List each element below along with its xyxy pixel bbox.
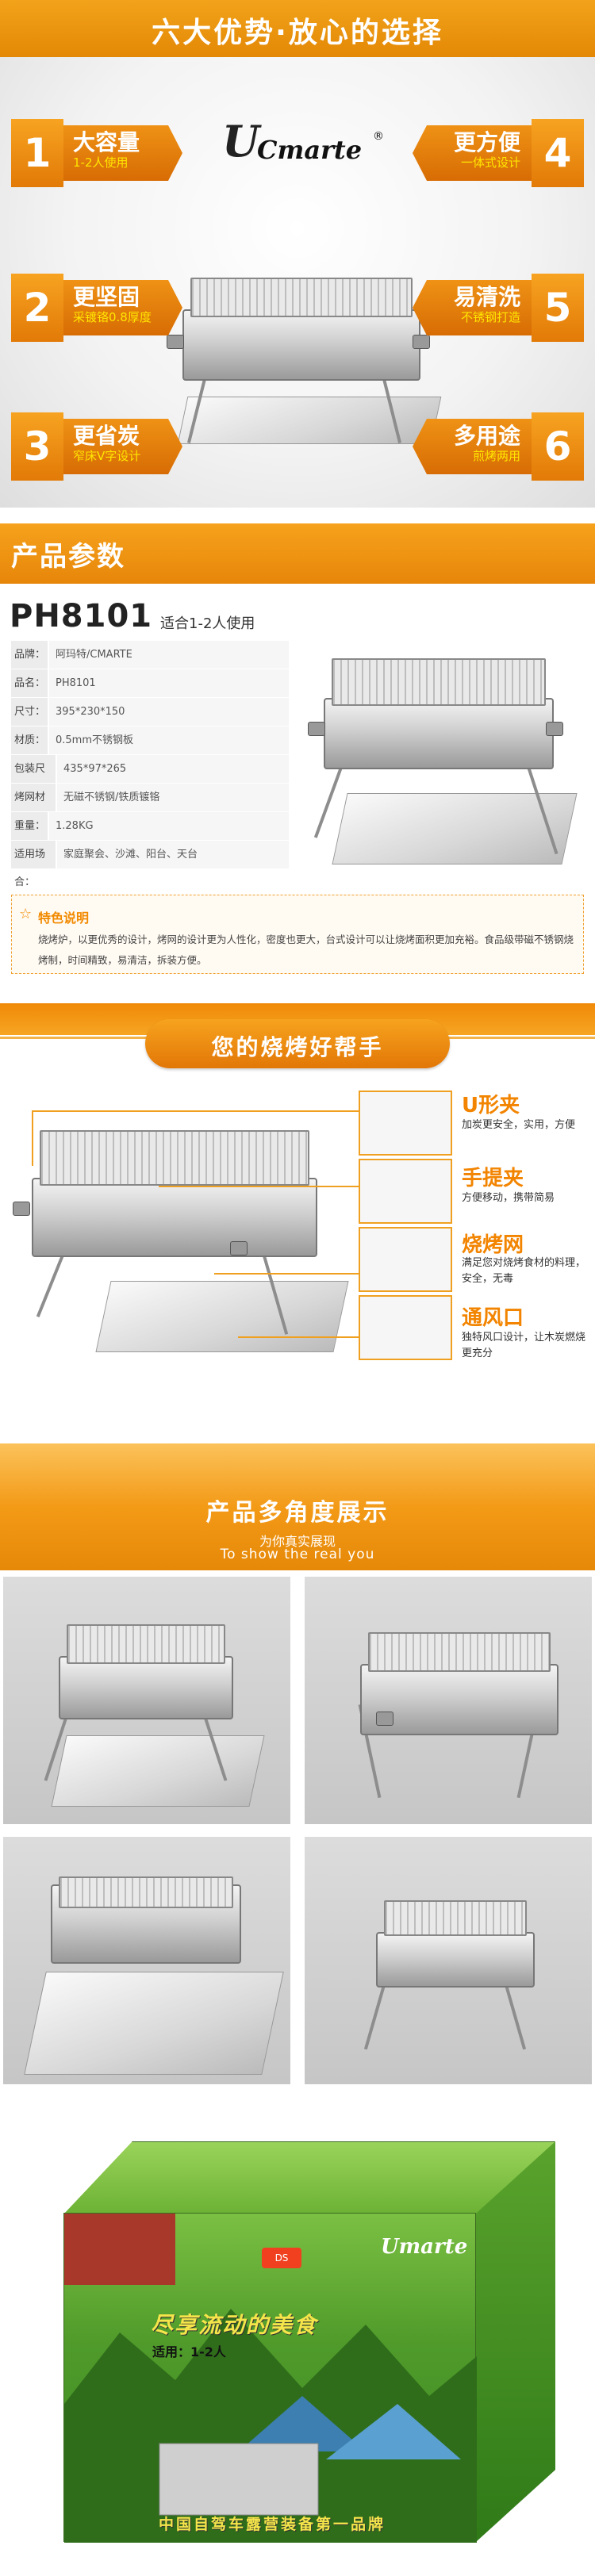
package-badge: DS [262,2248,301,2268]
logo-text: Cmarte [257,135,363,165]
advantage-number: 6 [532,412,584,481]
spec-key: 重量： [11,812,48,840]
advantage-number: 3 [11,412,63,481]
spec-key: 尺寸： [11,698,48,726]
feature-text: 烧烤炉，以更优秀的设计，烤网的设计更为人性化，密度也更大，台式设计可以让烧烤面积… [38,933,574,966]
spec-row: 品名：PH8101 [11,669,289,698]
spec-key: 品名： [11,669,48,697]
package-side [476,2141,555,2542]
advantage-6: 6 多用途 煎烤两用 [413,412,584,481]
package-brand: Umarte [381,2235,468,2259]
part-desc: 方便移动，携带简易 [462,1192,555,1204]
spec-row: 材质：0.5mm不锈钢板 [11,726,289,755]
spec-value: PH8101 [49,669,289,697]
multi-angle-subtitle-cn: 为你真实展现 [259,1534,336,1549]
part-label: 烧烤网 [462,1233,524,1257]
package-box: Umarte DS 尽享流动的美食 适用：1-2人 中国自驾车露营装备第一品牌 [63,2141,555,2543]
advantages-section: 六大优势·放心的选择 U Cmarte ® 1 大容量 1-2人使用 2 更坚固 [0,0,595,508]
feature-box [11,895,584,974]
advantage-number: 5 [532,274,584,342]
parameters-grill-image [300,642,585,880]
part-label: 通风口 [462,1306,524,1330]
vent-image [359,1295,452,1360]
advantage-sub: 一体式设计 [460,155,520,170]
package-top [63,2141,555,2214]
advantage-4: 4 更方便 一体式设计 [413,119,584,187]
product-photo-4 [305,1837,592,2084]
advantage-title: 更方便 [453,129,520,155]
helper-title: 您的烧烤好帮手 [211,1034,384,1060]
spec-row: 包装尺寸：435*97*265 [11,755,289,803]
spec-row: 重量：1.28KG [11,812,289,841]
spec-value: 435*97*265 [57,755,289,783]
registered-mark: ® [373,130,384,143]
product-photo-2 [305,1577,592,1824]
advantage-title: 大容量 [73,129,140,155]
spec-table: 品牌：阿玛特/CMARTE 品名：PH8101 尺寸：395*230*150 材… [11,641,289,888]
parameters-title: 产品参数 [11,541,125,573]
advantage-title: 易清洗 [453,284,520,310]
star-icon: ☆ [19,906,33,922]
spec-row: 适用场合：家庭聚会、沙滩、阳台、天台 [11,841,289,888]
advantage-sub: 煎烤两用 [472,449,520,463]
package-slogan: 尽享流动的美食 [151,2312,318,2338]
handle-clip-image [359,1159,452,1224]
grill-net-image [359,1227,452,1292]
multi-angle-section: 产品多角度展示 为你真实展现 To show the real you [0,1443,595,2576]
spec-key: 烤网材质： [11,784,56,831]
u-clip-image [359,1091,452,1156]
spec-key: 材质： [11,726,48,754]
hero-grill-image [151,262,452,460]
advantage-sub: 不锈钢打造 [460,310,520,324]
brand-logo: U Cmarte ® [222,111,384,167]
part-desc: 加炭更安全，实用，方便 [462,1119,576,1131]
multi-angle-banner [0,1443,595,1570]
feature-title: 特色说明 [38,910,90,926]
advantage-number: 1 [11,119,63,187]
helper-title-pill [145,1019,450,1068]
advantages-banner [0,0,595,57]
spec-value: 无磁不锈钢/铁质镀铬 [57,784,289,811]
part-desc: 独特风口设计，让木炭燃烧更充分 [462,1332,586,1359]
part-label: U形夹 [462,1094,520,1117]
advantage-title: 多用途 [453,423,520,449]
spec-key: 适用场合： [11,841,56,888]
package-use: 适用：1-2人 [152,2344,226,2359]
advantage-number: 2 [11,274,63,342]
package-front [63,2213,477,2543]
advantage-sub: 1-2人使用 [73,155,129,170]
parameters-section: 产品参数 PH8101 适合1-2人使用 品牌：阿玛特/CMARTE 品名：PH… [0,523,595,999]
helper-section: 您的烧烤好帮手 U形夹 加炭更安全，实用，方便 手提夹 方便移动，携带简易 烧烤… [0,1003,595,1376]
part-label: 手提夹 [462,1167,524,1190]
advantage-title: 更省炭 [73,423,140,449]
advantage-sub: 窄床V字设计 [73,449,141,463]
spec-row: 品牌：阿玛特/CMARTE [11,641,289,669]
spec-value: 阿玛特/CMARTE [49,641,289,669]
parameters-banner [0,523,595,584]
multi-angle-subtitle-en: To show the real you [220,1547,375,1562]
product-photo-1 [3,1577,290,1824]
logo-mark: U [222,116,260,167]
multi-angle-title: 产品多角度展示 [205,1499,390,1527]
spec-value: 0.5mm不锈钢板 [49,726,289,754]
advantage-sub: 采镀铬0.8厚度 [73,310,152,324]
advantage-title: 更坚固 [73,284,140,310]
helper-grill-image [8,1106,349,1360]
part-desc: 满足您对烧烤食材的料理，安全，无毒 [462,1257,586,1285]
package-bottom-slogan: 中国自驾车露营装备第一品牌 [159,2516,386,2533]
product-photo-3 [3,1837,290,2084]
model-capacity: 适合1-2人使用 [160,615,255,632]
spec-value: 395*230*150 [49,698,289,726]
spec-key: 品牌： [11,641,48,669]
spec-row: 烤网材质：无磁不锈钢/铁质镀铬 [11,784,289,831]
spec-value: 家庭聚会、沙滩、阳台、天台 [57,841,289,868]
spec-row: 尺寸：395*230*150 [11,698,289,726]
spec-key: 包装尺寸： [11,755,56,803]
advantage-number: 4 [532,119,584,187]
spec-value: 1.28KG [49,812,289,840]
advantages-title: 六大优势·放心的选择 [152,17,443,49]
advantage-5: 5 易清洗 不锈钢打造 [413,274,584,342]
model-number: PH8101 [10,598,153,634]
